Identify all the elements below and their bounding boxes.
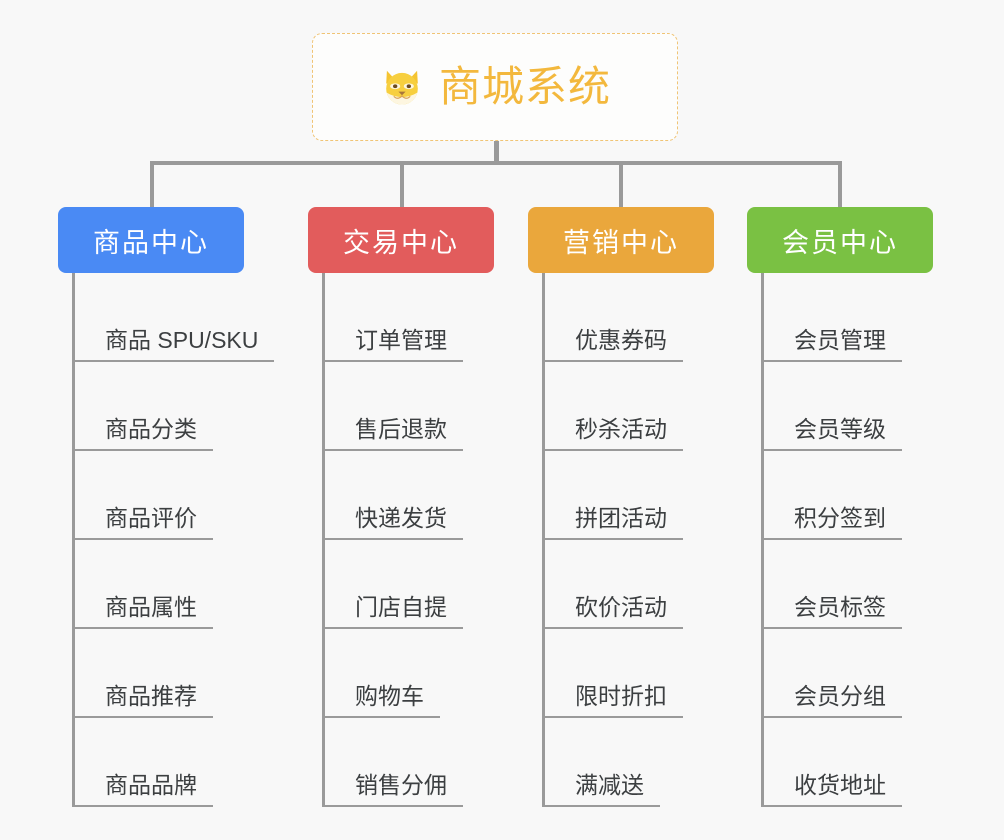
list-item[interactable]: 限时折扣 (545, 629, 714, 718)
list-item[interactable]: 销售分佣 (325, 718, 494, 807)
list-item[interactable]: 商品属性 (75, 540, 274, 629)
leaf-label: 积分签到 (764, 505, 902, 540)
leaf-label: 购物车 (325, 683, 440, 718)
list-item[interactable]: 购物车 (325, 629, 494, 718)
leaf-label: 销售分佣 (325, 772, 463, 807)
branch-drop-line-2 (400, 161, 404, 209)
branch-spine: 商品 SPU/SKU 商品分类 商品评价 商品属性 商品推荐 商品品牌 (72, 273, 275, 807)
category-header-trade-center[interactable]: 交易中心 (308, 207, 494, 273)
leaf-label: 会员等级 (764, 416, 902, 451)
leaf-label: 拼团活动 (545, 505, 683, 540)
leaf-label: 商品评价 (75, 505, 213, 540)
branch-column-member-center: 会员中心 会员管理 会员等级 积分签到 会员标签 会员分组 收货地址 (747, 207, 933, 807)
list-item[interactable]: 会员标签 (764, 540, 933, 629)
leaf-label: 限时折扣 (545, 683, 683, 718)
list-item[interactable]: 会员等级 (764, 362, 933, 451)
leaf-label: 满减送 (545, 772, 660, 807)
list-item[interactable]: 售后退款 (325, 362, 494, 451)
root-stem-line (494, 141, 499, 163)
branch-spine: 订单管理 售后退款 快递发货 门店自提 购物车 销售分佣 (322, 273, 494, 807)
branch-spine: 优惠券码 秒杀活动 拼团活动 砍价活动 限时折扣 满减送 (542, 273, 714, 807)
leaf-label: 商品品牌 (75, 772, 213, 807)
category-header-product-center[interactable]: 商品中心 (58, 207, 244, 273)
leaf-label: 商品属性 (75, 594, 213, 629)
branch-column-product-center: 商品中心 商品 SPU/SKU 商品分类 商品评价 商品属性 商品推荐 商品品牌 (58, 207, 275, 807)
leaf-label: 商品分类 (75, 416, 213, 451)
list-item[interactable]: 商品评价 (75, 451, 274, 540)
root-node-shopping-mall-system[interactable]: 商城系统 (312, 33, 678, 141)
leaf-label: 会员管理 (764, 327, 902, 362)
leaf-label: 商品推荐 (75, 683, 213, 718)
root-title: 商城系统 (438, 63, 611, 110)
leaf-label: 门店自提 (325, 594, 463, 629)
list-item[interactable]: 收货地址 (764, 718, 933, 807)
list-item[interactable]: 商品品牌 (75, 718, 274, 807)
category-title: 营销中心 (563, 227, 679, 258)
list-item[interactable]: 满减送 (545, 718, 714, 807)
leaf-label: 收货地址 (764, 772, 902, 807)
leaf-label: 快递发货 (325, 505, 463, 540)
branch-column-marketing-center: 营销中心 优惠券码 秒杀活动 拼团活动 砍价活动 限时折扣 满减送 (528, 207, 714, 807)
leaf-label: 商品 SPU/SKU (75, 327, 275, 362)
category-header-member-center[interactable]: 会员中心 (747, 207, 933, 273)
list-item[interactable]: 砍价活动 (545, 540, 714, 629)
category-title: 交易中心 (343, 227, 459, 258)
branch-spine: 会员管理 会员等级 积分签到 会员标签 会员分组 收货地址 (761, 273, 933, 807)
bus-line (150, 161, 842, 165)
leaf-label: 会员分组 (764, 683, 902, 718)
list-item[interactable]: 拼团活动 (545, 451, 714, 540)
branch-drop-line-3 (619, 161, 623, 209)
branch-drop-line-1 (150, 161, 154, 209)
list-item[interactable]: 订单管理 (325, 273, 494, 362)
leaf-label: 会员标签 (764, 594, 902, 629)
list-item[interactable]: 优惠券码 (545, 273, 714, 362)
list-item[interactable]: 会员管理 (764, 273, 933, 362)
list-item[interactable]: 快递发货 (325, 451, 494, 540)
list-item[interactable]: 商品 SPU/SKU (75, 273, 275, 362)
list-item[interactable]: 会员分组 (764, 629, 933, 718)
shiba-dog-face-icon (379, 65, 425, 111)
leaf-label: 订单管理 (325, 327, 463, 362)
category-title: 商品中心 (93, 227, 209, 258)
branch-drop-line-4 (838, 161, 842, 209)
list-item[interactable]: 门店自提 (325, 540, 494, 629)
list-item[interactable]: 积分签到 (764, 451, 933, 540)
leaf-label: 售后退款 (325, 416, 463, 451)
list-item[interactable]: 商品分类 (75, 362, 274, 451)
list-item[interactable]: 秒杀活动 (545, 362, 714, 451)
category-title: 会员中心 (782, 227, 898, 258)
leaf-label: 优惠券码 (545, 327, 683, 362)
category-header-marketing-center[interactable]: 营销中心 (528, 207, 714, 273)
leaf-label: 砍价活动 (545, 594, 683, 629)
list-item[interactable]: 商品推荐 (75, 629, 274, 718)
leaf-label: 秒杀活动 (545, 416, 683, 451)
branch-column-trade-center: 交易中心 订单管理 售后退款 快递发货 门店自提 购物车 销售分佣 (308, 207, 494, 807)
